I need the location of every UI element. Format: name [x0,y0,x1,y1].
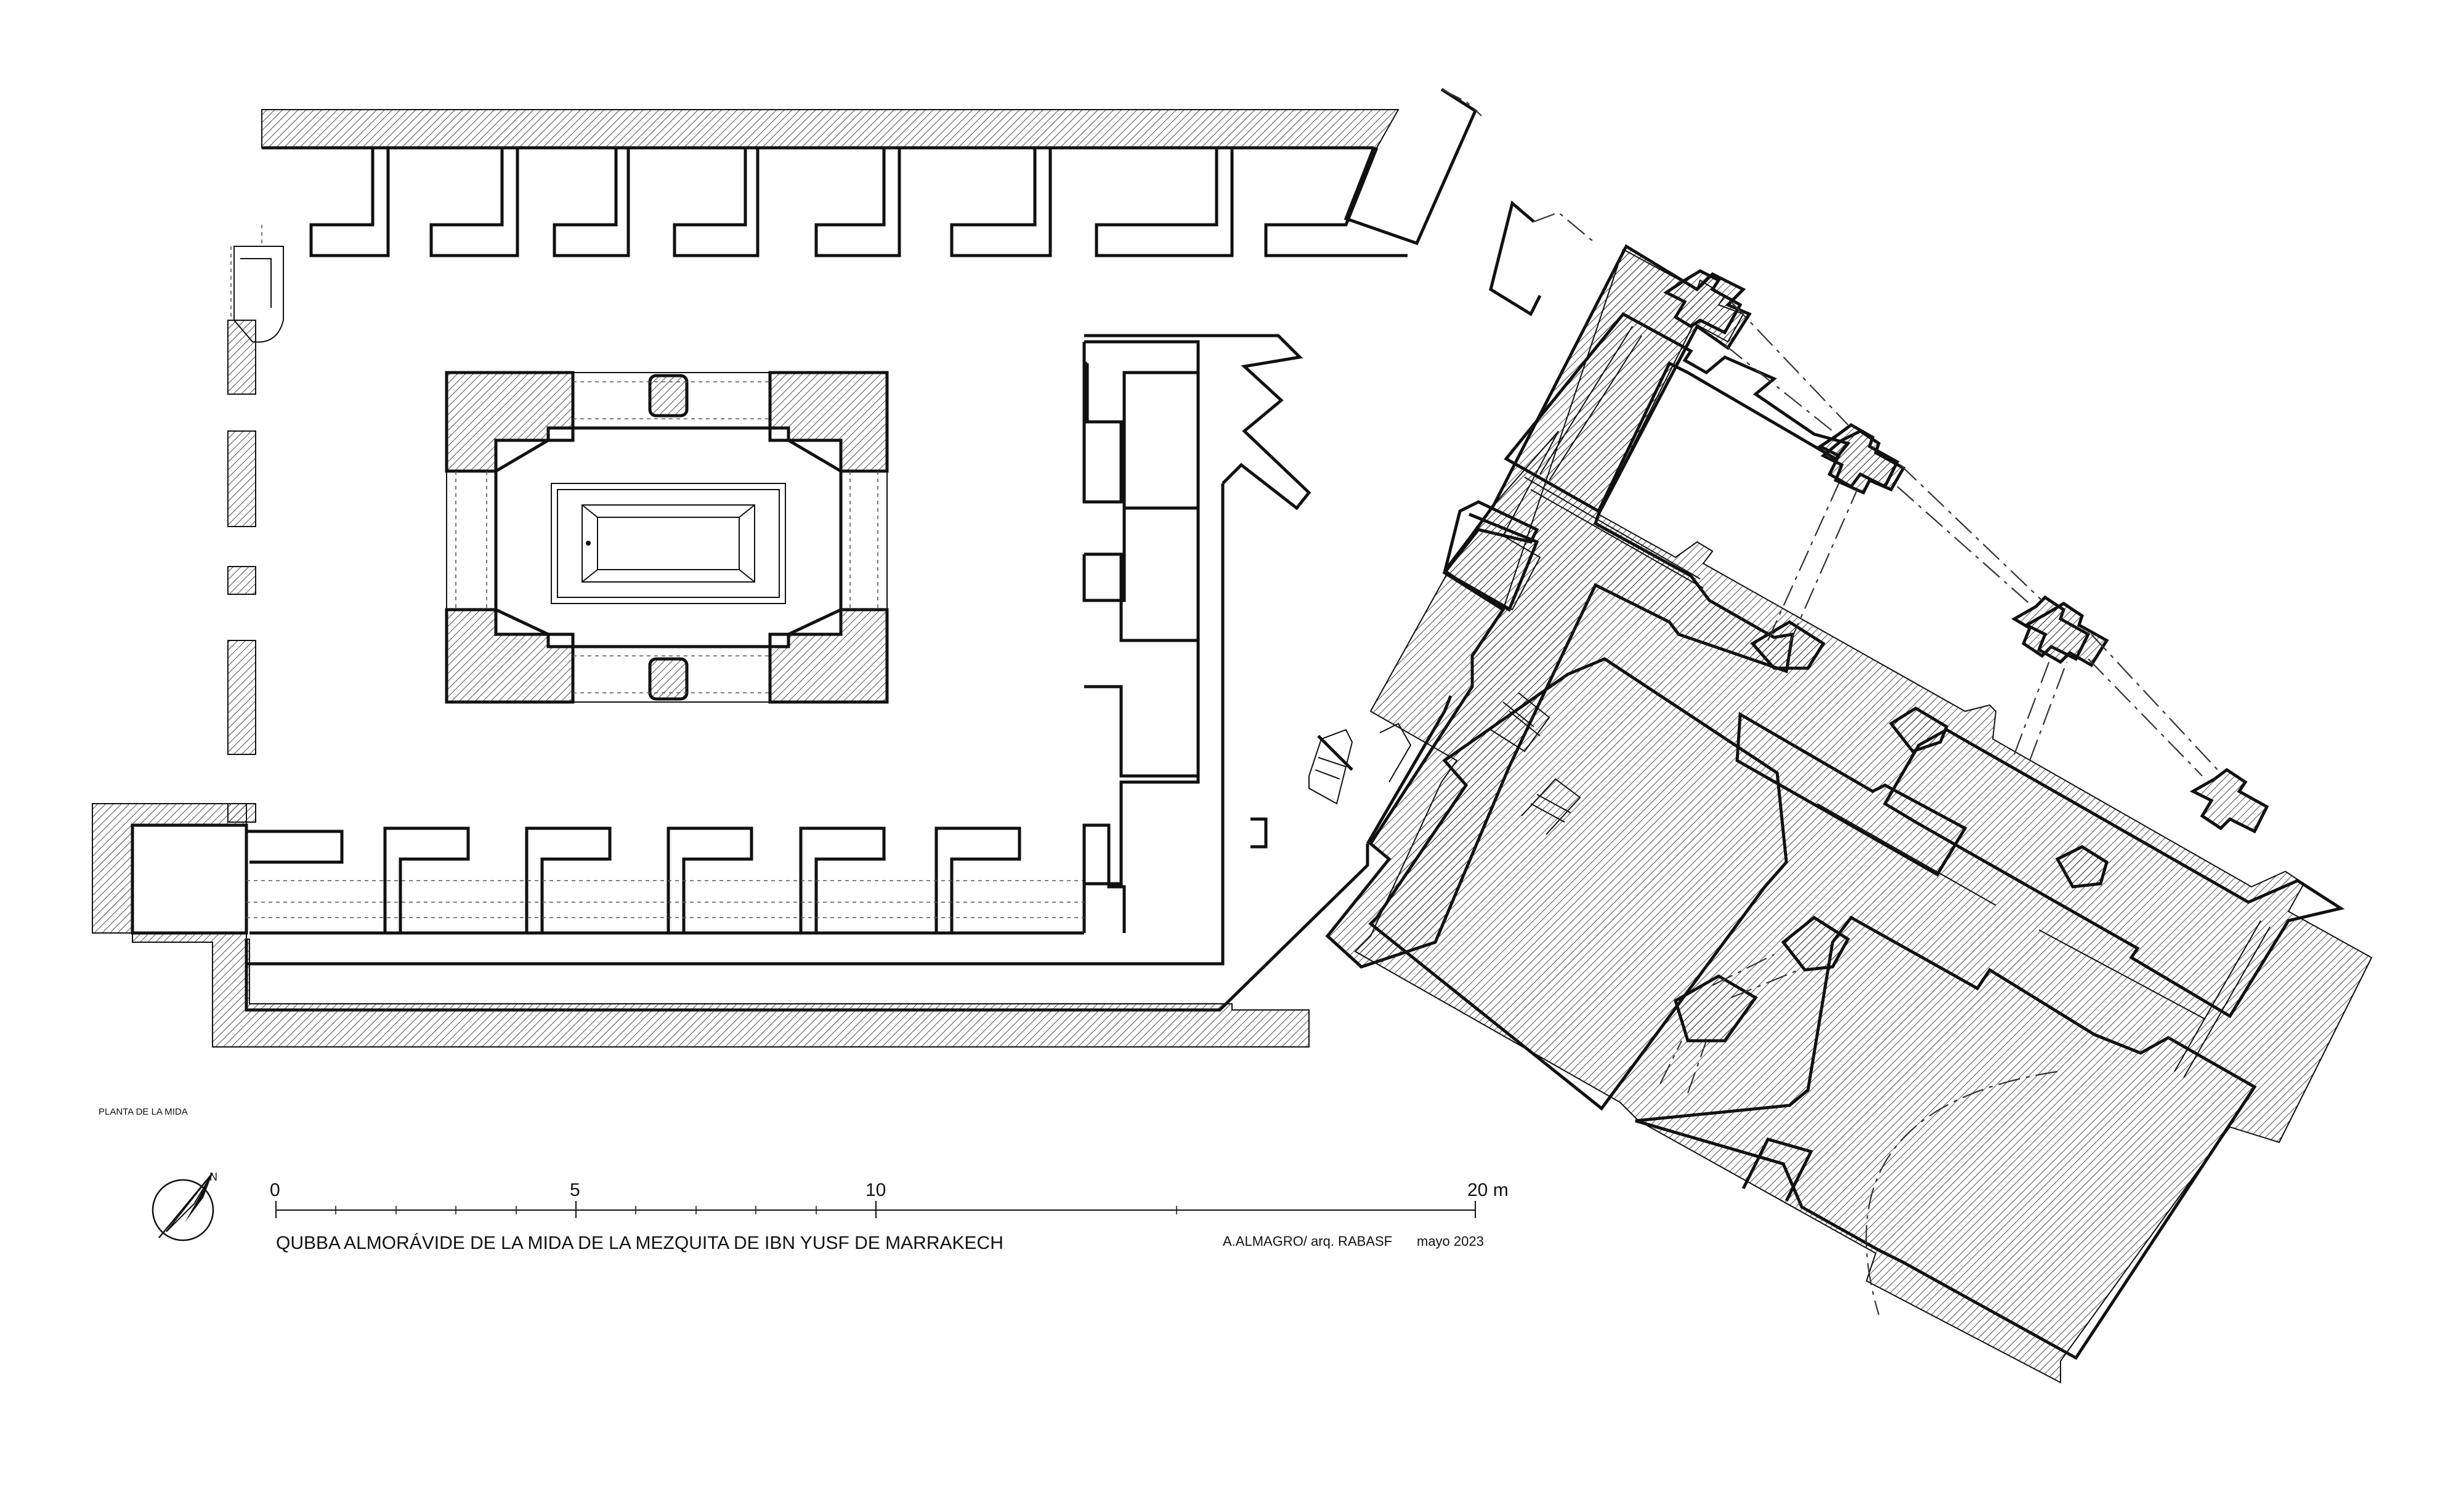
drawing-date: mayo 2023 [1417,1233,1484,1249]
scale-tick-0: 0 [270,1180,280,1200]
fountain-pavilion [445,371,889,704]
scale-bar: 0 5 10 20 m [270,1180,1509,1218]
north-boundary-wall [261,109,1400,148]
qubba-room-center [1735,711,1968,877]
west-wall-fragments [227,225,284,823]
north-arrow-icon: N [152,1171,217,1242]
qubba-room-w [1368,657,1788,1111]
qubba-inner-details [1308,326,2271,1202]
upper-cross-pier [1820,429,1906,495]
author-credit: A.ALMAGRO/ arq. RABASF [1223,1233,1392,1249]
plan-label: PLANTA DE LA MIDA [99,1107,188,1117]
north-label: N [209,1171,217,1183]
qubba-wall-outline [1443,512,1539,612]
mida-plan [92,87,1482,1048]
qubba-piers [1663,269,2269,1043]
scale-tick-5: 5 [570,1180,580,1200]
drawing-title: QUBBA ALMORÁVIDE DE LA MIDA DE LA MEZQUI… [276,1233,1003,1253]
qubba-plan [1308,200,2373,1384]
qubba-room-se [1635,915,2257,1360]
south-latrine-cells [246,823,1126,935]
scale-tick-10: 10 [865,1180,886,1200]
arcade-lines [1660,301,2218,1315]
north-latrine-cells [309,147,1408,257]
scale-tick-20: 20 m [1467,1180,1509,1200]
middle-cross-pier [2023,602,2109,668]
qubba-room-ne [1882,728,2345,1019]
qubba-room-nw [1504,312,1851,514]
east-latrine-cells [1082,334,1311,964]
